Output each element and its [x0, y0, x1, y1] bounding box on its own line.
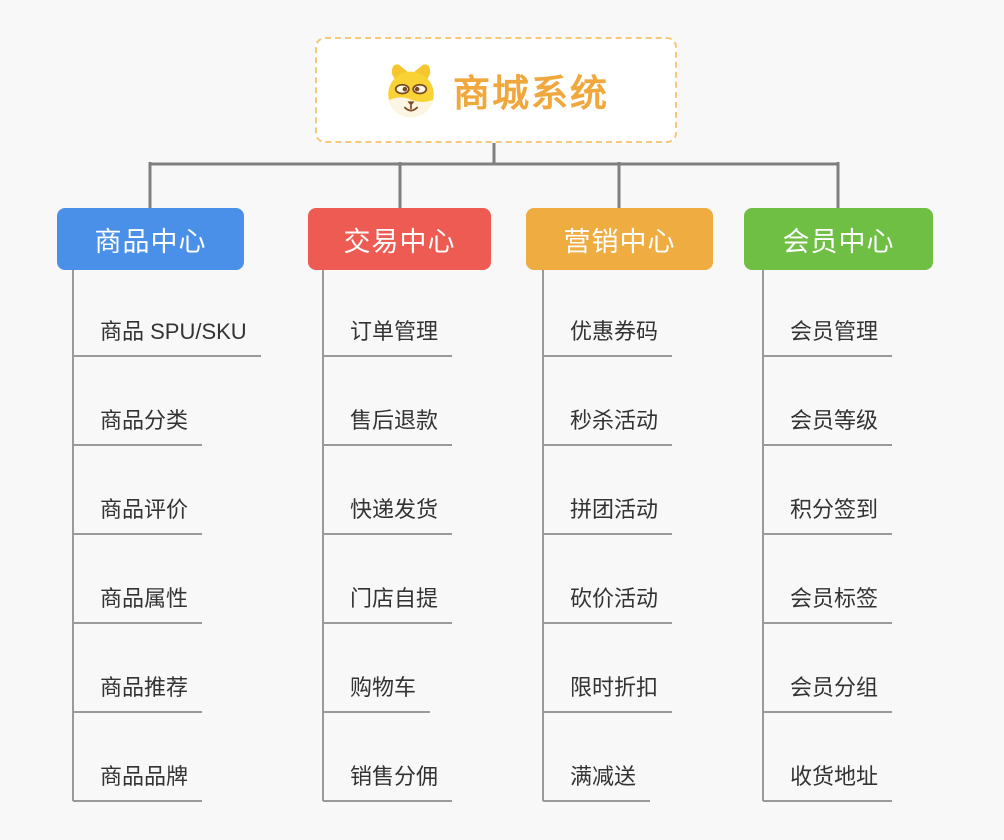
leaf-node[interactable]: 售后退款: [323, 406, 453, 446]
branch-label: 交易中心: [343, 226, 456, 257]
leaf-node[interactable]: 销售分佣: [323, 762, 453, 802]
leaf-node[interactable]: 购物车: [323, 673, 431, 713]
leaf-node[interactable]: 快递发货: [323, 495, 453, 535]
leaf-node[interactable]: 收货地址: [763, 762, 893, 802]
leaf-node[interactable]: 商品分类: [73, 406, 203, 446]
leaf-node[interactable]: 门店自提: [323, 584, 453, 624]
leaf-node[interactable]: 砍价活动: [543, 584, 673, 624]
leaf-node[interactable]: 会员管理: [763, 317, 893, 357]
leaf-node[interactable]: 会员标签: [763, 584, 893, 624]
branch-node-trade-center[interactable]: 交易中心: [308, 208, 491, 270]
leaf-node[interactable]: 商品评价: [73, 495, 203, 535]
leaf-node[interactable]: 限时折扣: [543, 673, 673, 713]
leaf-node[interactable]: 拼团活动: [543, 495, 673, 535]
leaf-node[interactable]: 商品属性: [73, 584, 203, 624]
leaf-node[interactable]: 会员分组: [763, 673, 893, 713]
leaf-node[interactable]: 满减送: [543, 762, 651, 802]
leaf-node[interactable]: 优惠券码: [543, 317, 673, 357]
leaf-node[interactable]: 积分签到: [763, 495, 893, 535]
leaf-node[interactable]: 订单管理: [323, 317, 453, 357]
leaf-node[interactable]: 会员等级: [763, 406, 893, 446]
leaf-node[interactable]: 秒杀活动: [543, 406, 673, 446]
root-node-mall-system[interactable]: 商城系统: [315, 37, 677, 143]
root-node-title: 商城系统: [453, 73, 609, 114]
branch-node-product-center[interactable]: 商品中心: [57, 208, 244, 270]
branch-label: 商品中心: [94, 226, 207, 257]
shiba-dog-icon: [388, 64, 434, 118]
leaf-node[interactable]: 商品推荐: [73, 673, 203, 713]
branch-node-member-center[interactable]: 会员中心: [744, 208, 933, 270]
branch-label: 会员中心: [782, 226, 895, 257]
leaf-node[interactable]: 商品品牌: [73, 762, 203, 802]
leaf-node[interactable]: 商品 SPU/SKU: [73, 317, 261, 357]
branch-node-marketing-center[interactable]: 营销中心: [526, 208, 713, 270]
branch-label: 营销中心: [563, 226, 676, 257]
